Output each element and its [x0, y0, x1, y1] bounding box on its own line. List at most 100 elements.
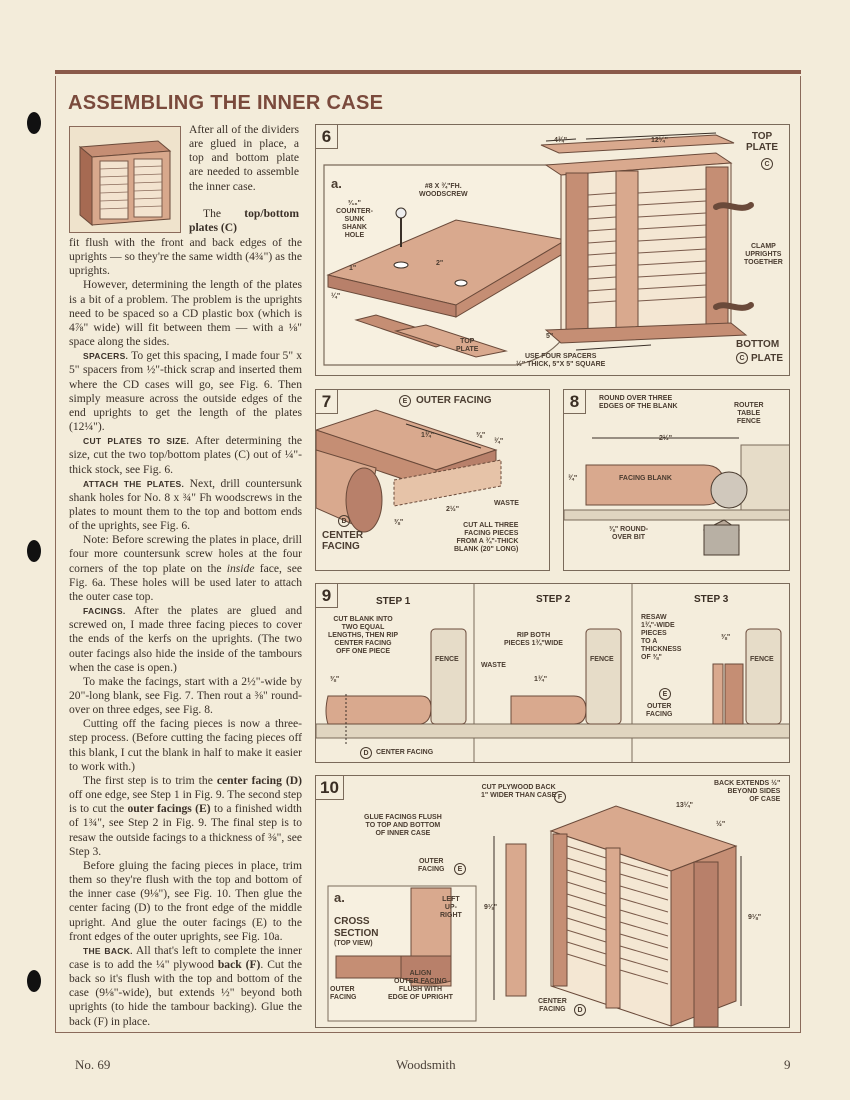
- paragraph: After all of the dividers are glued in p…: [189, 123, 299, 193]
- fig10-center-facing: CENTER FACING: [538, 998, 567, 1013]
- fig7-waste: WASTE: [494, 500, 519, 507]
- fig7-dim-38: ⅜": [476, 432, 486, 439]
- fig8-fence: ROUTER TABLE FENCE: [734, 402, 764, 425]
- fig6-dim-5: 5": [546, 333, 554, 340]
- fig8-dim-34: ¾": [568, 475, 578, 482]
- footer-magazine: Woodsmith: [396, 1057, 456, 1072]
- paragraph: To make the facings, start with a 2½"-wi…: [69, 674, 302, 717]
- fig9-outer-facing: OUTER FACING: [646, 703, 673, 718]
- figure-9: 9 STEP 1 STEP 2 STEP 3 CUT BLANK INTO TW…: [315, 583, 790, 763]
- fig10-outer-facing-a: OUTER FACING: [330, 986, 357, 1001]
- fig6-spacers: USE FOUR SPACERS ½" THICK, 5"x 5" SQUARE: [516, 353, 606, 368]
- fig7-dim-134: 1¾": [421, 432, 435, 439]
- figure-number: 10: [316, 776, 344, 800]
- fig10-outer-facing: OUTER FACING: [418, 858, 445, 873]
- figure-6-drawing: [323, 132, 754, 366]
- fig8-bit: ⅜" ROUND- OVER BIT: [609, 526, 649, 541]
- fig10-dim-918a: 9⅛": [484, 904, 498, 911]
- fig9-fence-1: FENCE: [435, 656, 459, 663]
- fig7-dim-212: 2½": [446, 506, 460, 513]
- fig10-dim-12: ½": [716, 821, 726, 828]
- footer-issue: No. 69: [75, 1057, 111, 1072]
- fig6-clamp: CLAMP UPRIGHTS TOGETHER: [744, 243, 783, 266]
- fig9-step2: STEP 2: [536, 594, 571, 605]
- paragraph: fit flush with the front and back edges …: [69, 236, 302, 278]
- fig6-countersunk: ³⁄₁₆" COUNTER- SUNK SHANK HOLE: [336, 200, 373, 239]
- figure-7: 7 E OUTER FACING 1¾" ⅜" ¾" 2½" WASTE ⅜" …: [315, 389, 550, 571]
- fig6-top-plate-a: TOP PLATE: [456, 338, 479, 353]
- fig9-step3: STEP 3: [694, 594, 729, 605]
- paragraph: CUT PLATES TO SIZE. After determining th…: [69, 434, 303, 476]
- fig6-bottom: BOTTOM: [736, 339, 780, 350]
- page-border: [55, 76, 801, 1033]
- fig7-part-e-badge: E: [399, 395, 411, 407]
- inner-case-thumbnail: [69, 126, 181, 233]
- fig6-dim-14: ¼": [331, 293, 341, 300]
- paragraph: THE BACK. All that's left to complete th…: [69, 943, 303, 1028]
- page-heading: ASSEMBLING THE INNER CASE: [68, 92, 384, 114]
- fig8-round-over: ROUND OVER THREE EDGES OF THE BLANK: [599, 395, 678, 410]
- binder-hole: [27, 970, 41, 992]
- fig9-part-e-badge: E: [659, 688, 671, 700]
- article-intro-2: The top/bottom plates (C): [189, 207, 299, 235]
- figure-10: 10 CUT PLYWOOD BACK 1" WIDER THAN CASE F…: [315, 775, 790, 1028]
- fig10-a-label: a.: [334, 890, 345, 905]
- footer-page-number: 9: [784, 1057, 791, 1072]
- fig6-dim-2: 2": [436, 260, 444, 267]
- paragraph: ATTACH THE PLATES. Next, drill countersu…: [69, 476, 302, 533]
- fig8-facing-blank: FACING BLANK: [619, 475, 672, 482]
- fig6-dim-1214: 12¼": [651, 137, 668, 144]
- article-intro: After all of the dividers are glued in p…: [189, 123, 299, 194]
- fig10-dim-1314: 13¼": [676, 802, 693, 809]
- article-body: fit flush with the front and back edges …: [69, 236, 302, 1029]
- fig7-outer-facing: OUTER FACING: [416, 395, 492, 406]
- fig9-waste: WASTE: [481, 662, 506, 669]
- fig9-step2-dim: 1¾": [534, 676, 548, 683]
- figure-8-drawing: [564, 437, 789, 556]
- fig6-part-c-badge-2: C: [736, 352, 748, 364]
- fig9-step1: STEP 1: [376, 596, 411, 607]
- fig9-step3-text: RESAW 1¾"-WIDE PIECES TO A THICKNESS OF …: [641, 614, 682, 661]
- paragraph: Before gluing the facing pieces in place…: [69, 858, 302, 943]
- fig6-a-label: a.: [331, 176, 342, 191]
- paragraph: Cutting off the facing pieces is now a t…: [69, 717, 302, 773]
- figure-10-drawing: [327, 805, 742, 1027]
- fig10-cross-section: CROSS SECTION: [334, 916, 379, 939]
- fig6-plate: PLATE: [751, 353, 784, 364]
- fig10-cut-back: CUT PLYWOOD BACK 1" WIDER THAN CASE: [481, 784, 557, 799]
- figure-number: 9: [316, 584, 338, 608]
- figure-9-drawing: [316, 584, 789, 762]
- fig9-center-facing: CENTER FACING: [376, 749, 434, 756]
- fig9-fence-2: FENCE: [590, 656, 614, 663]
- figure-number: 6: [316, 125, 338, 149]
- figure-8: 8 ROUND OVER THREE EDGES OF THE BLANK RO…: [563, 389, 790, 571]
- figure-number: 8: [564, 390, 586, 414]
- fig10-align: ALIGN OUTER FACING FLUSH WITH EDGE OF UP…: [388, 970, 453, 1001]
- figure-6: 6 a. ³⁄₁₆" COUNT: [315, 124, 790, 376]
- top-rule: [55, 70, 801, 74]
- fig10-part-e-badge: E: [454, 863, 466, 875]
- binder-hole: [27, 112, 41, 134]
- fig6-screw: #8 x ¾"Fh. WOODSCREW: [419, 183, 468, 198]
- fig9-step2-text: RIP BOTH PIECES 1¾"WIDE: [504, 632, 563, 647]
- fig7-cut-all: CUT ALL THREE FACING PIECES FROM A ¾"-TH…: [454, 522, 519, 553]
- fig9-step1-text: CUT BLANK INTO TWO EQUAL LENGTHS, THEN R…: [328, 616, 399, 655]
- fig10-part-f-badge: F: [554, 791, 566, 803]
- paragraph: The top/bottom plates (C): [189, 207, 299, 235]
- fig9-fence-3: FENCE: [750, 656, 774, 663]
- figure-number: 7: [316, 390, 338, 414]
- binder-hole: [27, 540, 41, 562]
- fig7-center-facing: CENTER FACING: [322, 530, 364, 552]
- fig6-part-c-badge: C: [761, 158, 773, 170]
- figure-7-drawing: [316, 409, 502, 533]
- fig7-part-d-badge: D: [338, 515, 350, 527]
- fig6-dim-1: 1": [349, 265, 357, 272]
- fig9-step3-dim: ⅜": [721, 634, 731, 641]
- fig10-back-extends: BACK EXTENDS ½" BEYOND SIDES OF CASE: [714, 780, 781, 803]
- paragraph: The first step is to trim the center fac…: [69, 773, 302, 858]
- paragraph: Note: Before screwing the plates in plac…: [69, 533, 302, 603]
- fig10-part-d-badge: D: [574, 1004, 586, 1016]
- fig7-dim-34: ¾": [494, 438, 504, 445]
- fig8-dim-212: 2½": [659, 435, 673, 442]
- paragraph: FACINGS. After the plates are glued and …: [69, 604, 302, 674]
